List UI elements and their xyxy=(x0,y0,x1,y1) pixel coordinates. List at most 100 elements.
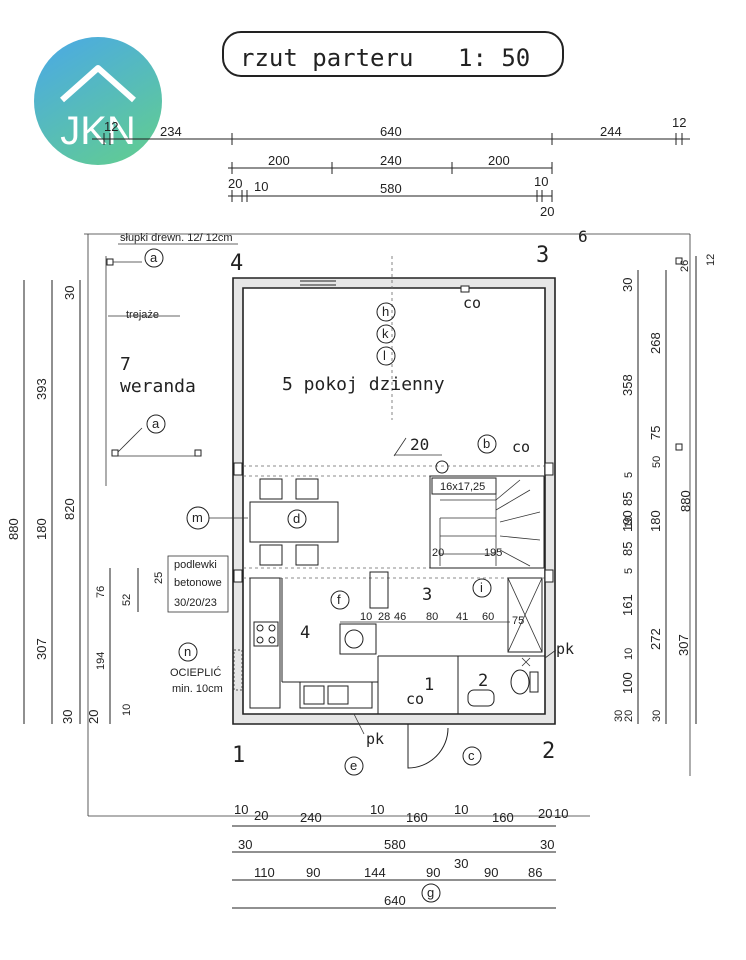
dim-label: 307 xyxy=(676,634,691,656)
logo-text: JKN xyxy=(60,109,136,153)
dim-label: 85 xyxy=(620,542,635,556)
dim-label: 10 xyxy=(370,802,384,817)
dim-label: 10 xyxy=(360,611,372,623)
chimney-label: 20 xyxy=(410,435,429,454)
trellis-label: trejaże xyxy=(126,309,159,321)
dim-label: 10 xyxy=(254,179,268,194)
marker-k: k xyxy=(376,324,396,344)
marker-d: d xyxy=(287,509,307,529)
dim-label: 5 xyxy=(623,472,635,478)
dim-label: 52 xyxy=(121,594,133,606)
svg-text:n: n xyxy=(184,644,191,659)
dim-label: 20 xyxy=(623,710,635,722)
logo: JKN xyxy=(34,37,162,165)
staircase: 16x17,25 20 195 xyxy=(429,475,545,569)
dim-label: 194 xyxy=(95,652,107,670)
markers: a a b c d e f g h k l m n i xyxy=(144,248,497,903)
dim-label: 358 xyxy=(620,374,635,396)
marker-a-bottom: a xyxy=(146,414,166,434)
dim-label: 268 xyxy=(648,332,663,354)
room-1-name: co xyxy=(406,690,424,708)
dim-label: 20 xyxy=(228,176,242,191)
dim-label: 880 xyxy=(678,490,693,512)
dim-label: 200 xyxy=(268,153,290,168)
veranda-name: weranda xyxy=(120,376,196,397)
dim-label: 85 xyxy=(620,492,635,506)
dim-label: 90 xyxy=(426,865,440,880)
marker-e: e xyxy=(344,756,364,776)
dim-label: 160 xyxy=(406,810,428,825)
dim-label: 393 xyxy=(34,378,49,400)
room-3-label: 3 xyxy=(422,585,432,605)
marker-n: n xyxy=(178,642,198,662)
svg-text:l: l xyxy=(383,348,386,363)
veranda: słupki drewn. 12/ 12cm trejaże 7 weranda xyxy=(106,232,238,457)
svg-text:h: h xyxy=(382,304,389,319)
dim-label: 180 xyxy=(648,510,663,532)
svg-text:c: c xyxy=(468,748,475,763)
dim-label: 75 xyxy=(512,615,524,627)
insulation-note: OCIEPLIĆ min. 10cm xyxy=(170,649,243,695)
marker-i: i xyxy=(472,578,492,598)
corner-label-1: 1 xyxy=(232,743,245,768)
dim-label: 41 xyxy=(456,611,468,623)
room-2: 2 pk xyxy=(458,577,574,707)
dim-label: 86 xyxy=(528,865,542,880)
corner-label-4: 4 xyxy=(230,251,243,276)
dim-label: 90 xyxy=(306,865,320,880)
support-line-3: 30/20/23 xyxy=(174,597,217,609)
svg-text:b: b xyxy=(483,436,490,451)
dim-label: 820 xyxy=(62,498,77,520)
building-walls xyxy=(232,256,556,725)
dim-label: 26 xyxy=(679,260,691,272)
support-line-2: betonowe xyxy=(174,577,222,589)
dim-label: 75 xyxy=(648,426,663,440)
dim-label: 46 xyxy=(394,611,406,623)
svg-text:g: g xyxy=(427,885,434,900)
dim-label: 200 xyxy=(488,153,510,168)
marker-a-top: a xyxy=(144,248,164,268)
corner-label-3: 3 xyxy=(536,243,549,268)
dim-label: 640 xyxy=(380,124,402,139)
svg-text:f: f xyxy=(337,592,341,607)
room-1-number: 1 xyxy=(424,675,434,695)
marker-g: g xyxy=(421,883,441,903)
dim-label: 10 xyxy=(623,648,635,660)
svg-text:d: d xyxy=(293,511,300,526)
dim-label: 20 xyxy=(538,806,552,821)
dim-label: 30 xyxy=(540,837,554,852)
pk-bottom-label: pk xyxy=(366,730,384,748)
support-line-1: podlewki xyxy=(174,559,217,571)
stair-spec-label: 16x17,25 xyxy=(440,481,485,493)
stair-label-b: 195 xyxy=(484,547,502,559)
svg-text:a: a xyxy=(150,250,158,265)
dim-label: 640 xyxy=(384,893,406,908)
svg-text:i: i xyxy=(480,580,483,595)
bottom-dimensions: 10 20 240 10 160 10 160 20 10 30 580 30 … xyxy=(232,802,568,909)
svg-text:e: e xyxy=(350,758,357,773)
dim-label: 880 xyxy=(6,518,21,540)
dim-label: 10 xyxy=(534,174,548,189)
stair-label-a: 20 xyxy=(432,547,444,559)
dim-label: 180 xyxy=(34,518,49,540)
support-note: podlewki betonowe 30/20/23 xyxy=(167,555,229,613)
interior-dimensions: 10 28 46 80 41 60 75 xyxy=(340,611,524,627)
dim-label: 60 xyxy=(482,611,494,623)
marker-l: l xyxy=(376,346,396,366)
dim-label: 12 xyxy=(672,115,686,130)
dim-label: 110 xyxy=(254,865,275,880)
dim-label: 90 xyxy=(484,865,498,880)
dim-label: 30 xyxy=(238,837,252,852)
dim-label: 10 xyxy=(623,516,635,528)
dim-label: 30 xyxy=(651,710,663,722)
dim-label: 30 xyxy=(60,710,75,724)
room-1: 1 co xyxy=(377,655,459,769)
marker-c: c xyxy=(462,746,482,766)
room-2-number: 2 xyxy=(478,671,488,691)
svg-text:m: m xyxy=(192,510,203,525)
dim-label: 244 xyxy=(600,124,622,139)
dining-furniture xyxy=(249,478,339,566)
left-dimensions: 880 393 180 307 30 820 20 30 76 52 25 19… xyxy=(6,280,165,724)
chimney: 20 xyxy=(393,435,449,474)
dim-label: 30 xyxy=(454,856,468,871)
